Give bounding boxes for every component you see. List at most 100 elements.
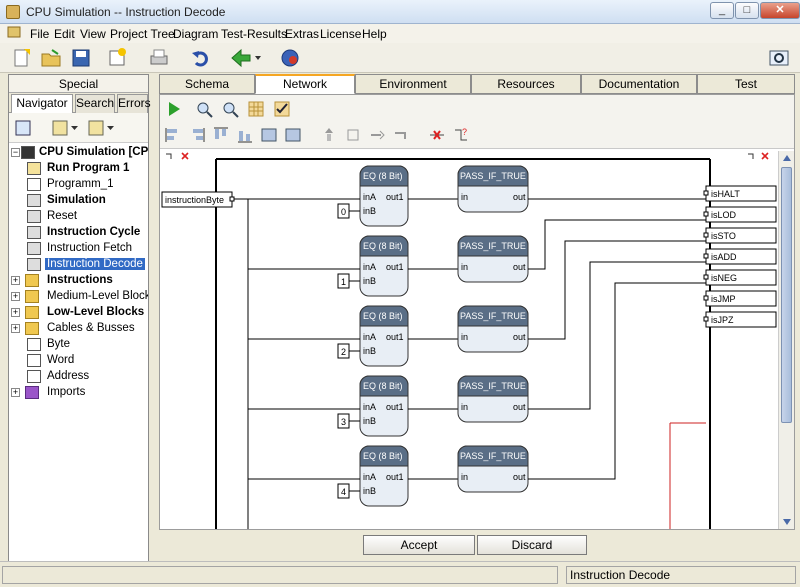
menu-license[interactable]: License <box>320 27 362 41</box>
type-icon <box>27 338 41 351</box>
accept-button[interactable]: Accept <box>363 535 475 555</box>
align-top-icon[interactable] <box>212 126 230 144</box>
constant-pin[interactable]: 4 <box>337 483 360 499</box>
new-diagram-icon[interactable] <box>106 47 128 69</box>
zoom-in-icon[interactable] <box>194 99 214 119</box>
tab-special[interactable]: Special <box>9 75 148 93</box>
align-right-icon[interactable] <box>188 126 206 144</box>
block-dropdown-icon[interactable] <box>51 118 81 138</box>
grid-icon[interactable] <box>246 99 266 119</box>
scrollbar-thumb[interactable] <box>781 167 792 423</box>
undo-icon[interactable] <box>190 47 212 69</box>
expand-icon[interactable]: + <box>11 291 20 301</box>
output-pin[interactable]: isSTO <box>703 227 777 244</box>
wire-help-icon[interactable]: ? <box>452 126 470 144</box>
menu-project-tree[interactable]: Project Tree <box>110 27 175 41</box>
menu-file[interactable]: File <box>30 27 50 41</box>
tab-search[interactable]: Search <box>75 94 115 113</box>
output-pin[interactable]: isJPZ <box>703 311 777 328</box>
output-wire <box>528 219 706 270</box>
constant-value: 0 <box>341 207 346 217</box>
input-pin-instruction-byte[interactable]: instructionByte <box>161 191 235 208</box>
check-grid-icon[interactable] <box>272 99 292 119</box>
open-folder-icon[interactable] <box>40 47 62 69</box>
tab-test[interactable]: Test <box>697 74 795 94</box>
canvas-corner-tools-right[interactable] <box>748 152 769 160</box>
constant-value: 3 <box>341 417 346 427</box>
output-pin[interactable]: isHALT <box>703 185 777 202</box>
tab-environment[interactable]: Environment <box>355 74 471 94</box>
type-dropdown-icon[interactable] <box>87 118 119 138</box>
distribute-h-icon[interactable] <box>260 126 278 144</box>
tab-errors[interactable]: Errors <box>117 94 151 113</box>
align-bottom-icon[interactable] <box>236 126 254 144</box>
close-button[interactable]: ✕ <box>760 2 800 19</box>
expand-icon[interactable]: + <box>11 275 20 285</box>
globe-icon[interactable] <box>279 47 301 69</box>
eq-block-title: EQ (8 Bit) <box>363 241 403 251</box>
connect-up-icon[interactable] <box>320 126 338 144</box>
output-pin[interactable]: isLOD <box>703 206 777 223</box>
save-icon[interactable] <box>70 47 92 69</box>
menu-edit[interactable]: Edit <box>54 27 75 41</box>
app-menu-icon[interactable] <box>6 24 22 40</box>
menu-view[interactable]: View <box>80 27 106 41</box>
connect-down-icon[interactable] <box>392 126 410 144</box>
canvas-corner-tools-left[interactable] <box>166 152 189 160</box>
menu-extras[interactable]: Extras <box>285 27 320 41</box>
play-icon[interactable] <box>164 99 184 119</box>
tab-documentation[interactable]: Documentation <box>581 74 697 94</box>
pass-block-title: PASS_IF_TRUE <box>460 381 526 391</box>
tab-schema[interactable]: Schema <box>159 74 255 94</box>
menu-test-results[interactable]: Test-Results <box>221 27 288 41</box>
zoom-window-icon[interactable] <box>768 47 790 69</box>
constant-pin[interactable]: 2 <box>337 343 360 359</box>
output-pin[interactable]: isADD <box>703 248 777 265</box>
vertical-scrollbar[interactable] <box>778 151 794 529</box>
maximize-button[interactable]: □ <box>735 2 759 19</box>
print-icon[interactable] <box>148 47 170 69</box>
menu-diagram[interactable]: Diagram <box>173 27 219 41</box>
zoom-out-icon[interactable] <box>220 99 240 119</box>
menu-help[interactable]: Help <box>362 27 387 41</box>
pass-block-title: PASS_IF_TRUE <box>460 311 526 321</box>
tab-navigator[interactable]: Navigator <box>11 94 73 114</box>
constant-pin[interactable]: 1 <box>337 273 360 289</box>
constant-pin[interactable]: 0 <box>337 203 360 219</box>
constant-pin[interactable]: 3 <box>337 413 360 429</box>
distribute-v-icon[interactable] <box>284 126 302 144</box>
block-icon <box>27 258 41 271</box>
expand-icon[interactable]: + <box>11 307 20 317</box>
align-left-icon[interactable] <box>164 126 182 144</box>
project-icon[interactable] <box>13 118 33 138</box>
expand-icon[interactable]: + <box>11 323 20 333</box>
back-arrow-icon[interactable] <box>230 47 264 69</box>
discard-button[interactable]: Discard <box>477 535 587 555</box>
collapse-icon[interactable]: − <box>11 147 20 157</box>
pass-block-title: PASS_IF_TRUE <box>460 241 526 251</box>
connect-mid-icon[interactable] <box>344 126 362 144</box>
expand-icon[interactable]: + <box>11 387 20 397</box>
output-pin[interactable]: isNEG <box>703 269 777 286</box>
minimize-button[interactable]: _ <box>710 2 734 19</box>
network-workspace: ? instructionByte <box>159 94 795 530</box>
delete-wire-icon[interactable] <box>428 126 446 144</box>
tab-network[interactable]: Network <box>255 74 355 94</box>
connect-right-icon[interactable] <box>368 126 386 144</box>
new-icon[interactable] <box>10 47 32 69</box>
output-pin[interactable]: isJMP <box>703 290 777 307</box>
bus-lines <box>248 198 360 480</box>
tab-resources[interactable]: Resources <box>471 74 581 94</box>
eq-port-inb: inB <box>363 276 376 286</box>
